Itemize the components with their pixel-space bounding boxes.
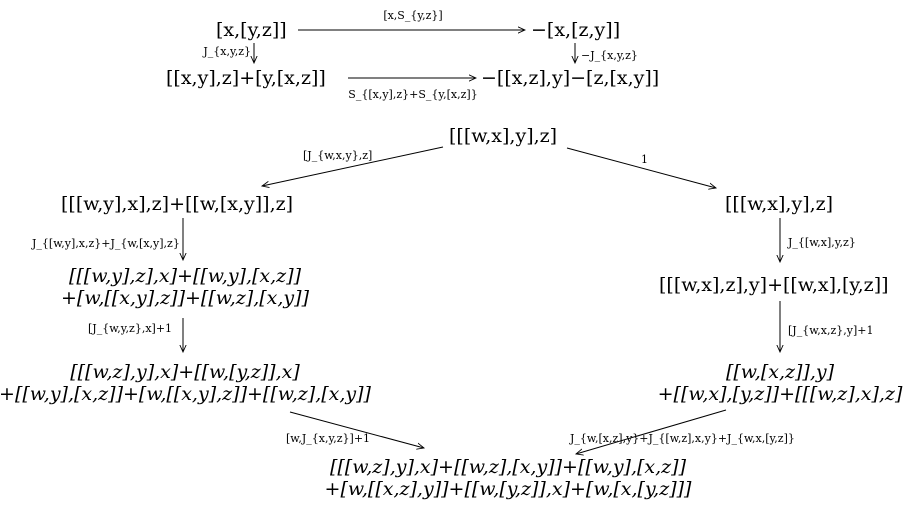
hex-left2-line1: [[[w,y],z],x]+[[w,y],[x,z]] (68, 265, 302, 287)
hex-bottom-line1: [[[w,z],y],x]+[[w,z],[x,y]]+[[w,y],[x,z]… (329, 456, 687, 478)
label-top-left: [J_{w,x,y},z] (303, 149, 373, 162)
label-bottom-left: [w,J_{x,y,z}]+1 (286, 432, 371, 445)
hex-left2-node: [[[w,y],z],x]+[[w,y],[x,z]] +[w,[[x,y],z… (61, 265, 309, 309)
square-top-left-node: [x,[y,z]] (216, 19, 287, 41)
label-top-right: 1 (641, 153, 648, 166)
label-right1: J_{[w,x],y,z} (788, 236, 856, 249)
hex-left3-line2: +[[w,y],[x,z]]+[w,[[x,y],z]]+[[w,z],[x,y… (0, 383, 371, 405)
square-bottom-left-node: [[x,y],z]+[y,[x,z]] (166, 67, 326, 89)
hex-left1-node: [[[w,y],x],z]+[[w,[x,y]],z] (61, 193, 294, 215)
label-right2: [J_{w,x,z},y]+1 (788, 324, 874, 337)
hex-left2-line2: +[w,[[x,y],z]]+[[w,z],[x,y]] (61, 287, 309, 309)
label-left1: J_{[w,y],x,z}+J_{w,[x,y],z} (32, 237, 180, 250)
label-square-right: −J_{x,y,z} (581, 49, 638, 62)
hex-left3-node: [[[w,z],y],x]+[[w,[y,z]],x] +[[w,y],[x,z… (0, 361, 371, 405)
hex-right3-line2: +[[w,x],[y,z]]+[[[w,z],x],z] (657, 383, 903, 405)
label-bottom-right: J_{w,[x,z],y}+J_{[w,z],x,y}+J_{w,x,[y,z]… (570, 432, 795, 445)
hex-right1-node: [[[w,x],y],z] (725, 193, 834, 215)
hex-top-node: [[[w,x],y],z] (449, 125, 558, 147)
hex-right3-node: [[w,[x,z]],y] +[[w,x],[y,z]]+[[[w,z],x],… (658, 361, 903, 405)
label-square-bottom: S_{[x,y],z}+S_{y,[x,z]} (348, 88, 478, 101)
square-bottom-right-node: −[[x,z],y]−[z,[x,y]] (481, 67, 660, 89)
square-top-right-node: −[x,[z,y]] (531, 19, 621, 41)
hex-bottom-line2: +[w,[[x,z],y]]+[[w,[y,z]],x]+[w,[x,[y,z]… (324, 478, 692, 500)
label-square-left: J_{x,y,z} (203, 45, 251, 58)
hex-left3-line1: [[[w,z],y],x]+[[w,[y,z]],x] (70, 361, 300, 383)
hex-bottom-node: [[[w,z],y],x]+[[w,z],[x,y]]+[[w,y],[x,z]… (325, 456, 692, 500)
hex-right3-line1: [[w,[x,z]],y] (725, 361, 835, 383)
arrow-top-left (262, 146, 444, 186)
arrow-top-right (566, 147, 716, 188)
label-square-top: [x,S_{y,z}] (383, 9, 443, 22)
arrow-bottom-right (576, 409, 727, 454)
label-left2: [J_{w,y,z},x]+1 (88, 322, 173, 335)
arrow-bottom-left (289, 411, 424, 448)
hex-right2-node: [[[w,x],z],y]+[[w,x],[y,z]] (659, 274, 889, 296)
